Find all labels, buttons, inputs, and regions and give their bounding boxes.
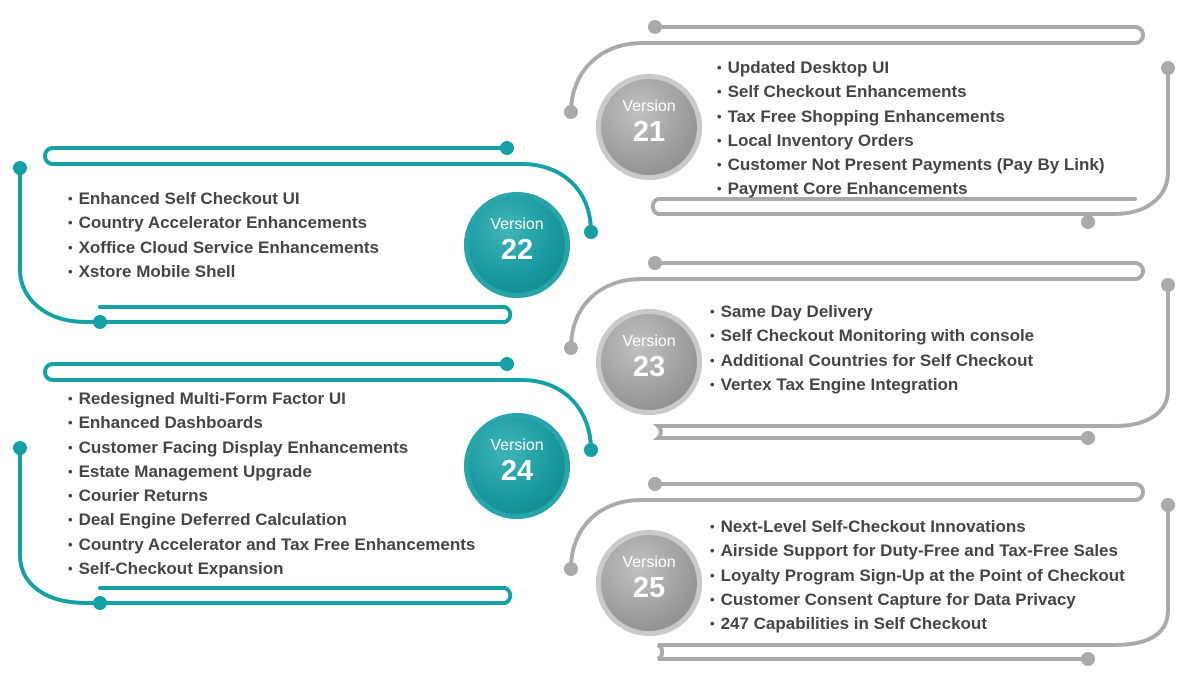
feature-list-v24: Redesigned Multi-Form Factor UI Enhanced… [68,387,476,581]
feature-item: Redesigned Multi-Form Factor UI [68,387,475,411]
feature-item: Estate Management Upgrade [68,460,475,484]
feature-list-v22: Enhanced Self Checkout UI Country Accele… [68,187,379,284]
version-label: Version [622,554,676,571]
feature-item: Customer Facing Display Enhancements [68,436,475,460]
node-dot [93,596,107,610]
version-badge-25: Version 25 [596,530,702,636]
node-dot [564,341,578,355]
feature-item: Customer Consent Capture for Data Privac… [710,588,1125,612]
feature-item: Updated Desktop UI [717,56,1105,80]
node-dot [648,256,662,270]
node-dot [13,441,27,455]
feature-item: 247 Capabilities in Self Checkout [710,612,1125,636]
version-number: 22 [500,234,534,266]
feature-item: Additional Countries for Self Checkout [710,349,1034,373]
connector-v22 [18,146,593,324]
feature-item: Same Day Delivery [710,300,1034,324]
feature-item: Courier Returns [68,484,475,508]
feature-item: Self-Checkout Expansion [68,557,475,581]
node-dot [1161,498,1175,512]
feature-item: Local Inventory Orders [717,129,1105,153]
feature-item: Payment Core Enhancements [717,177,1105,201]
version-number: 25 [632,572,666,604]
node-dot [1161,61,1175,75]
node-dot [13,161,27,175]
feature-item: Self Checkout Enhancements [717,80,1105,104]
feature-item: Customer Not Present Payments (Pay By Li… [717,153,1105,177]
version-badge-23: Version 23 [596,309,702,415]
version-badge-24: Version 24 [464,413,570,519]
node-dot [93,315,107,329]
connector-v23 [569,261,1170,440]
node-dot [648,20,662,34]
feature-item: Loyalty Program Sign-Up at the Point of … [710,564,1125,588]
version-badge-22: Version 22 [464,192,570,298]
connector-v25 [569,482,1170,661]
version-label: Version [490,437,544,454]
feature-item: Self Checkout Monitoring with console [710,324,1035,348]
node-dot [1081,431,1095,445]
feature-item: Country Accelerator and Tax Free Enhance… [68,533,476,557]
connector-v21 [569,25,1170,216]
feature-item: Deal Engine Deferred Calculation [68,508,475,532]
feature-item: Country Accelerator Enhancements [68,211,379,235]
version-label: Version [622,333,676,350]
feature-item: Vertex Tax Engine Integration [710,373,1034,397]
node-dot [648,477,662,491]
node-dot [584,225,598,239]
node-dot [1161,278,1175,292]
version-badge-21: Version 21 [596,74,702,180]
version-number: 21 [632,116,666,148]
feature-item: Xoffice Cloud Service Enhancements [68,236,379,260]
feature-item: Airside Support for Duty-Free and Tax-Fr… [710,539,1125,563]
node-dot [564,105,578,119]
feature-item: Enhanced Dashboards [68,411,475,435]
node-dot [584,443,598,457]
node-dot [1081,652,1095,666]
version-number: 23 [632,351,666,383]
feature-item: Xstore Mobile Shell [68,260,379,284]
node-dot [1081,215,1095,229]
node-dot [564,562,578,576]
feature-item: Tax Free Shopping Enhancements [717,105,1105,129]
feature-list-v23: Same Day Delivery Self Checkout Monitori… [710,300,1035,397]
feature-item: Next-Level Self-Checkout Innovations [710,515,1125,539]
version-label: Version [490,216,544,233]
version-number: 24 [500,455,534,487]
version-label: Version [622,98,676,115]
connector-v24 [18,362,593,605]
feature-list-v25: Next-Level Self-Checkout Innovations Air… [710,515,1125,636]
feature-item: Enhanced Self Checkout UI [68,187,379,211]
feature-list-v21: Updated Desktop UI Self Checkout Enhance… [717,56,1105,202]
node-dot [500,357,514,371]
node-dot [500,141,514,155]
